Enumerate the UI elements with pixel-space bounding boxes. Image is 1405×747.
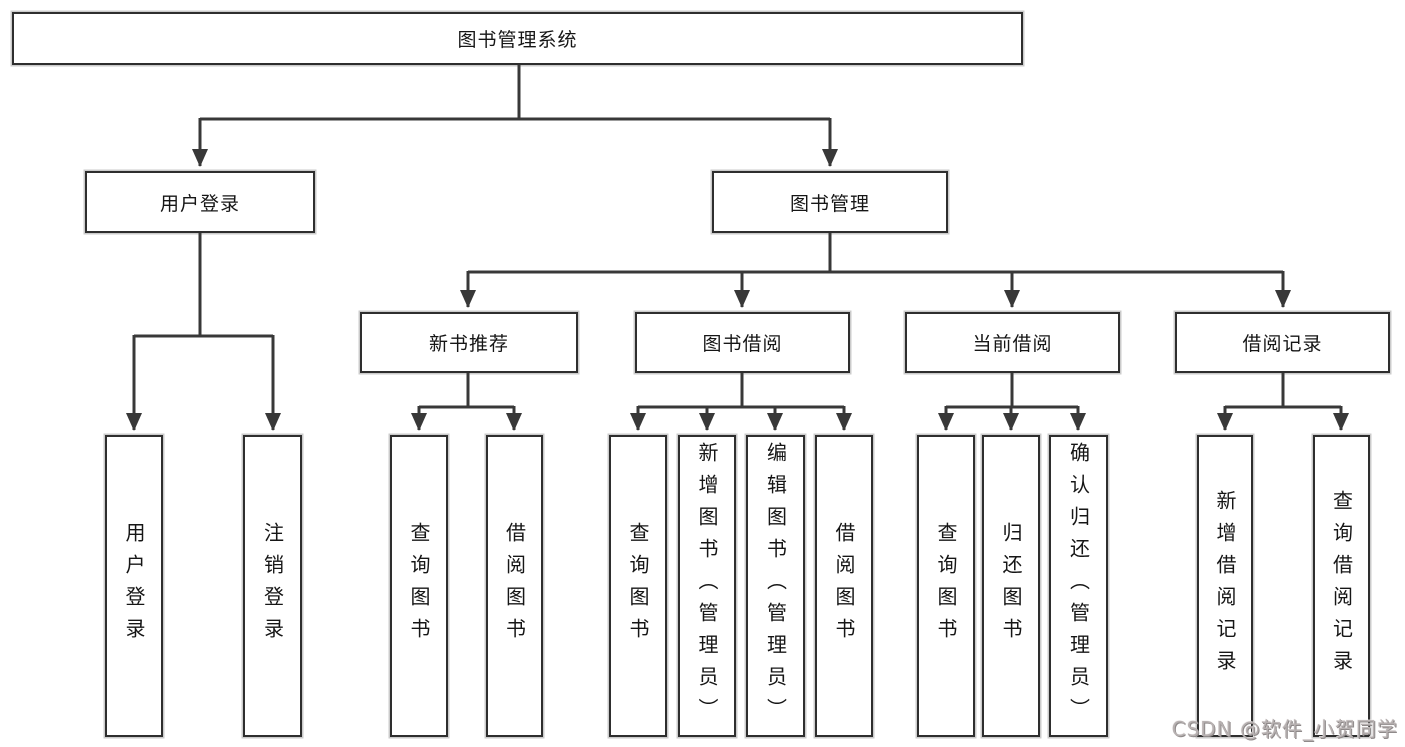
leaf-current-query-books-label: 查询图书 — [934, 522, 958, 650]
leaf-logout: 注销登录 — [243, 435, 302, 737]
leaf-query-borrow-record-label: 查询借阅记录 — [1329, 490, 1354, 682]
node-book-borrow: 图书借阅 — [635, 312, 850, 373]
node-borrow-records-label: 借阅记录 — [1242, 333, 1323, 355]
leaf-confirm-return-admin-label: 确认归还（管理员） — [1066, 442, 1091, 730]
leaf-current-query-books: 查询图书 — [917, 435, 975, 737]
node-root-label: 图书管理系统 — [457, 29, 578, 51]
leaf-newbook-query-books-label: 查询图书 — [407, 522, 431, 650]
node-current-borrow: 当前借阅 — [905, 312, 1120, 373]
csdn-watermark: CSDN @软件_小贺同学 — [1171, 717, 1398, 741]
leaf-borrow-query-books-label: 查询图书 — [626, 522, 650, 650]
leaf-confirm-return-admin: 确认归还（管理员） — [1049, 435, 1108, 737]
leaf-borrow-books: 借阅图书 — [815, 435, 873, 737]
node-book-borrow-label: 图书借阅 — [702, 333, 783, 355]
node-book-management-branch: 图书管理 — [712, 171, 948, 233]
leaf-add-borrow-record: 新增借阅记录 — [1197, 435, 1253, 737]
node-current-borrow-label: 当前借阅 — [972, 333, 1053, 355]
leaf-edit-books-admin: 编辑图书（管理员） — [746, 435, 805, 737]
node-root-system: 图书管理系统 — [12, 12, 1023, 65]
leaf-user-login: 用户登录 — [105, 435, 163, 737]
node-user-login-branch-label: 用户登录 — [159, 192, 240, 215]
leaf-newbook-query-books: 查询图书 — [390, 435, 448, 737]
node-borrow-records: 借阅记录 — [1175, 312, 1390, 373]
leaf-query-borrow-record: 查询借阅记录 — [1313, 435, 1370, 737]
leaf-newbook-borrow-books-label: 借阅图书 — [502, 522, 527, 650]
leaf-edit-books-admin-label: 编辑图书（管理员） — [763, 442, 788, 730]
leaf-return-books-label: 归还图书 — [999, 522, 1023, 650]
leaf-user-login-label: 用户登录 — [122, 522, 146, 650]
leaf-add-books-admin-label: 新增图书（管理员） — [695, 442, 719, 730]
leaf-return-books: 归还图书 — [982, 435, 1040, 737]
leaf-borrow-books-label: 借阅图书 — [832, 522, 856, 650]
leaf-add-books-admin: 新增图书（管理员） — [678, 435, 736, 737]
leaf-logout-label: 注销登录 — [260, 522, 285, 650]
node-book-management-branch-label: 图书管理 — [789, 192, 870, 215]
leaf-newbook-borrow-books: 借阅图书 — [486, 435, 543, 737]
node-new-book-recommend-label: 新书推荐 — [428, 333, 509, 355]
node-user-login-branch: 用户登录 — [85, 171, 315, 233]
leaf-add-borrow-record-label: 新增借阅记录 — [1213, 490, 1237, 682]
node-new-book-recommend: 新书推荐 — [360, 312, 578, 373]
leaf-borrow-query-books: 查询图书 — [609, 435, 667, 737]
